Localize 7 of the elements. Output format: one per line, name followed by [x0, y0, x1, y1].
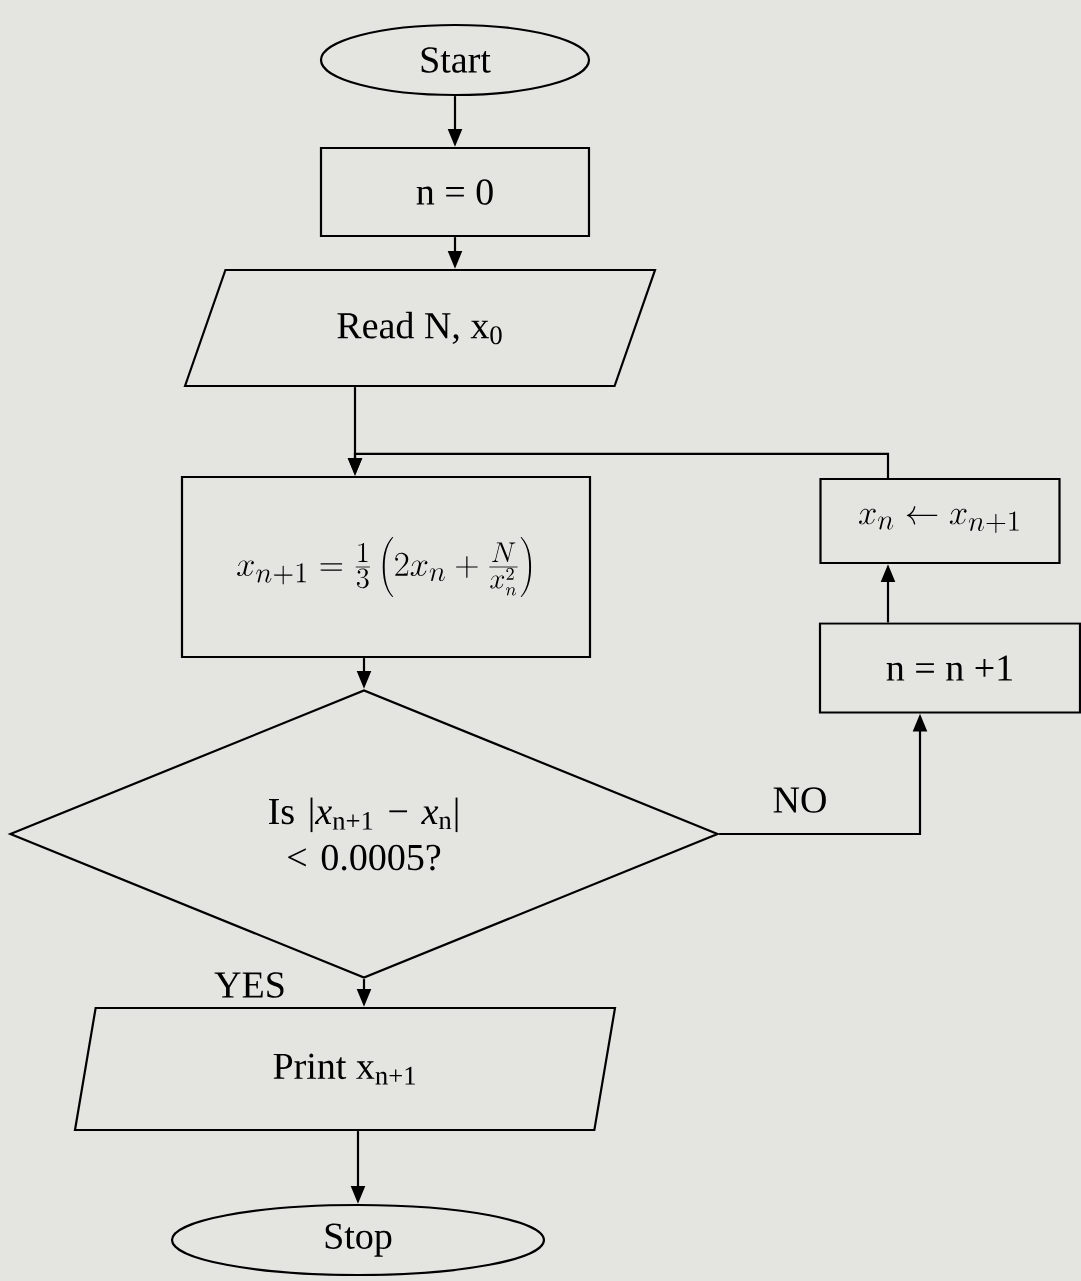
process-box: n = n +1 — [818, 622, 1081, 714]
io-parallelogram: Print x$_{n+1}$ — [73, 1006, 617, 1132]
process-box: $x_n \leftarrow x_{n+1}$ — [819, 477, 1061, 565]
io-parallelogram: Read N, x$_{0}$ — [183, 268, 657, 388]
process-box: $x_{n+1} = \frac{1}{3}\left(2x_n + \frac{N}{x_n^{2}}\right)$ — [180, 475, 592, 659]
process-box: n = 0 — [319, 146, 591, 238]
edge-label: NO — [768, 783, 832, 817]
